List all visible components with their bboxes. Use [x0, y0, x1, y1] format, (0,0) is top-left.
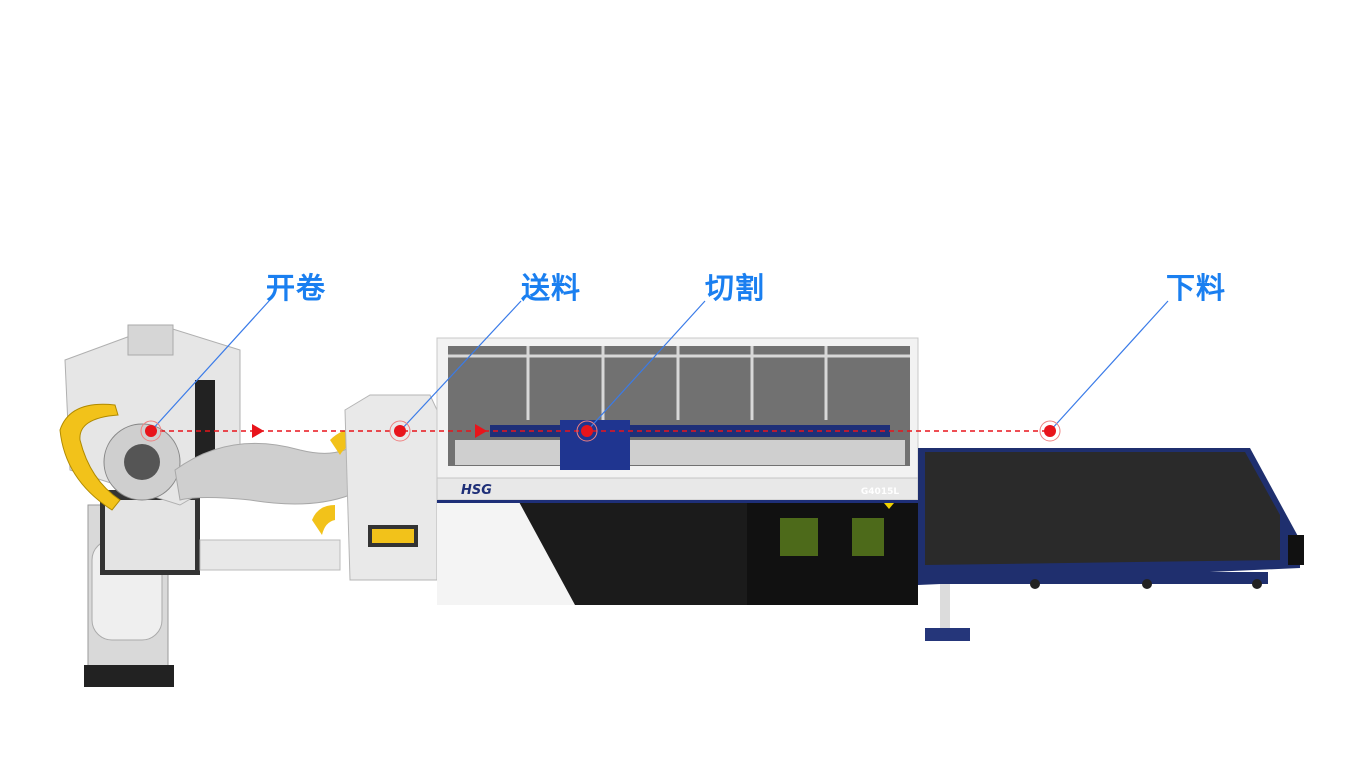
stage-label-uncoil: 开卷 — [265, 271, 327, 305]
marker-cut — [576, 420, 598, 442]
stage-markers — [140, 420, 1061, 442]
flow-arrow-icon — [252, 424, 264, 438]
stage-label-feed: 送料 — [520, 271, 582, 305]
leader-lines — [150, 300, 1169, 432]
stage-label-cut: 切割 — [704, 271, 766, 305]
marker-uncoil — [140, 420, 162, 442]
stage-label-unload: 下料 — [1165, 271, 1227, 305]
brand-logo: HSG — [461, 483, 492, 498]
flow-arrow-icon — [475, 424, 487, 438]
unloading-conveyor — [918, 448, 1304, 589]
uncoiler-machine — [59, 324, 341, 687]
feeder-machine — [312, 394, 438, 581]
marker-feed — [389, 420, 411, 442]
marker-unload — [1039, 420, 1061, 442]
model-label: G4015L — [861, 487, 899, 497]
laser-cutting-machine: HSG G4015L — [436, 337, 919, 605]
